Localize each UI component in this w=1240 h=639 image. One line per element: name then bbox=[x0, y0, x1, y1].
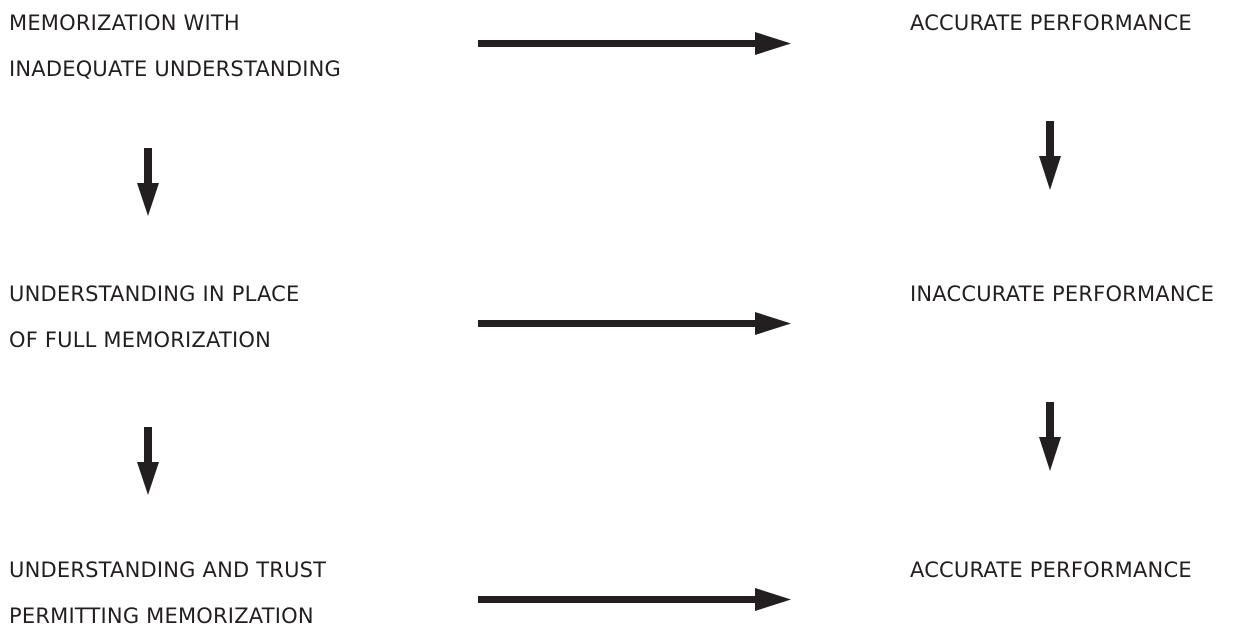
node-understanding-and-trust: UNDERSTANDING AND TRUST PERMITTING MEMOR… bbox=[9, 547, 326, 639]
node-label-line: UNDERSTANDING AND TRUST bbox=[9, 558, 327, 582]
node-memorization-inadequate-understanding: MEMORIZATION WITH INADEQUATE UNDERSTANDI… bbox=[9, 0, 341, 92]
arrow-down-icon bbox=[1039, 402, 1061, 471]
arrow-down-icon bbox=[137, 427, 159, 495]
node-label-line: OF FULL MEMORIZATION bbox=[9, 328, 272, 352]
node-label-line: ACCURATE PERFORMANCE bbox=[910, 11, 1192, 35]
arrow-right-icon bbox=[478, 312, 791, 335]
node-inaccurate-performance: INACCURATE PERFORMANCE bbox=[910, 271, 1214, 317]
arrow-down-icon bbox=[1039, 121, 1061, 190]
node-label-line: PERMITTING MEMORIZATION bbox=[9, 604, 314, 628]
node-label-line: INADEQUATE UNDERSTANDING bbox=[9, 57, 341, 81]
arrow-down-icon bbox=[137, 148, 159, 216]
node-accurate-performance-2: ACCURATE PERFORMANCE bbox=[910, 547, 1192, 593]
node-label-line: UNDERSTANDING IN PLACE bbox=[9, 282, 300, 306]
node-accurate-performance-1: ACCURATE PERFORMANCE bbox=[910, 0, 1192, 46]
node-label-line: ACCURATE PERFORMANCE bbox=[910, 558, 1192, 582]
node-label-line: MEMORIZATION WITH bbox=[9, 11, 240, 35]
node-label-line: INACCURATE PERFORMANCE bbox=[910, 282, 1215, 306]
arrow-right-icon bbox=[478, 588, 791, 611]
node-understanding-in-place-of-memorization: UNDERSTANDING IN PLACE OF FULL MEMORIZAT… bbox=[9, 271, 299, 363]
arrow-right-icon bbox=[478, 32, 791, 55]
